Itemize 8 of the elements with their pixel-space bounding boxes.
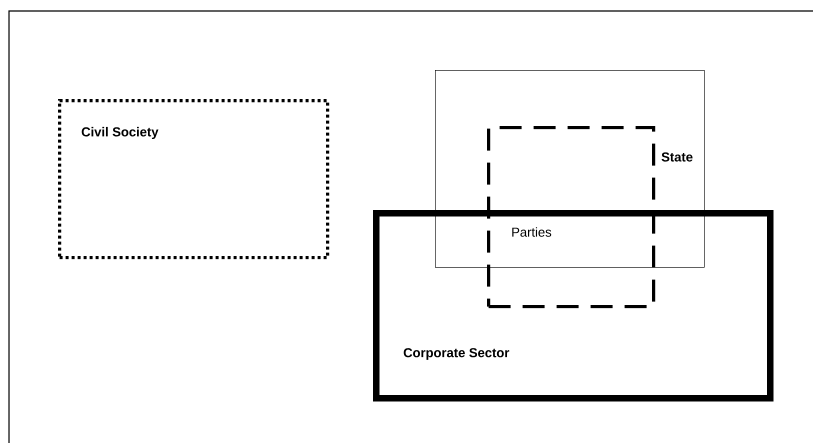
thin-box — [435, 70, 705, 268]
thick-box — [373, 210, 774, 402]
dashed-box — [487, 126, 656, 308]
box-label: Parties — [512, 227, 552, 237]
box-label: State — [662, 152, 693, 162]
dotted-box — [58, 99, 330, 260]
box-label: Corporate Sector — [404, 348, 510, 360]
box-label: Civil Society — [82, 126, 158, 140]
